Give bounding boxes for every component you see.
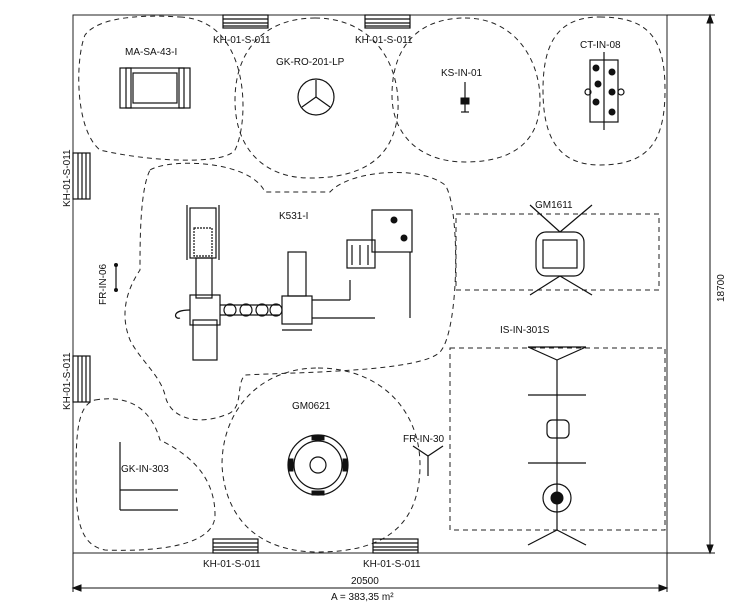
label-bench-top-right: KH-01-S-011 xyxy=(355,35,413,46)
label-ma-sa: MA-SA-43-I xyxy=(125,47,177,58)
roundabout xyxy=(297,78,335,116)
free-standing-30 xyxy=(412,445,444,476)
dimension-lines xyxy=(71,13,715,592)
label-ks-in: KS-IN-01 xyxy=(441,68,483,79)
label-bench-bottom-left: KH-01-S-011 xyxy=(203,559,261,570)
area-label: A = 383,35 m² xyxy=(331,592,394,603)
spring-rider xyxy=(460,82,470,113)
rocking-equipment xyxy=(529,204,593,296)
zone-ma-sa xyxy=(78,15,244,161)
bench-bottom-right xyxy=(372,538,419,554)
label-gm1611: GM1611 xyxy=(535,200,573,211)
zone-k531 xyxy=(124,162,457,421)
free-standing-06 xyxy=(114,263,118,292)
equipment-labels: MA-SA-43-I GK-RO-201-LP KS-IN-01 CT-IN-0… xyxy=(98,40,621,475)
width-label: 20500 xyxy=(351,576,379,587)
zone-ct-in xyxy=(542,16,666,166)
label-gk-in: GK-IN-303 xyxy=(121,464,169,475)
bench-labels: KH-01-S-011 KH-01-S-011 KH-01-S-011 KH-0… xyxy=(62,35,421,570)
height-label: 18700 xyxy=(716,274,727,302)
label-gm0621: GM0621 xyxy=(292,401,331,412)
zone-ks-in xyxy=(391,17,541,163)
bench-left-upper xyxy=(72,152,91,200)
label-ct-in: CT-IN-08 xyxy=(580,40,621,51)
zone-gk-ro xyxy=(234,17,399,179)
zone-gm1611 xyxy=(455,213,660,291)
bench-top-right xyxy=(364,14,411,29)
label-is-in: IS-IN-301S xyxy=(500,325,550,336)
climbing-frame xyxy=(584,52,625,130)
label-fr-in-06: FR-IN-06 xyxy=(98,263,109,305)
safety-zones xyxy=(75,15,666,553)
label-gk-ro: GK-RO-201-LP xyxy=(276,57,345,68)
label-k531: K531-I xyxy=(279,211,308,222)
label-fr-in-30: FR-IN-30 xyxy=(403,434,445,445)
label-bench-top-left: KH-01-S-011 xyxy=(213,35,271,46)
play-structure xyxy=(175,205,413,361)
label-bench-left-upper: KH-01-S-011 xyxy=(62,149,73,207)
label-bench-bottom-right: KH-01-S-011 xyxy=(363,559,421,570)
zone-gm0621 xyxy=(221,367,421,553)
sandpit-table xyxy=(119,67,191,109)
benches xyxy=(72,14,419,554)
bench-left-lower xyxy=(72,355,91,403)
climbing-pole-structure xyxy=(527,346,587,546)
zone-gk-in xyxy=(75,398,216,551)
label-bench-left-lower: KH-01-S-011 xyxy=(62,352,73,410)
bench-top-left xyxy=(222,14,269,29)
bench-bottom-left xyxy=(212,538,259,554)
horizontal-bars xyxy=(119,442,178,511)
carousel xyxy=(287,434,349,496)
zone-is-in xyxy=(449,347,666,531)
